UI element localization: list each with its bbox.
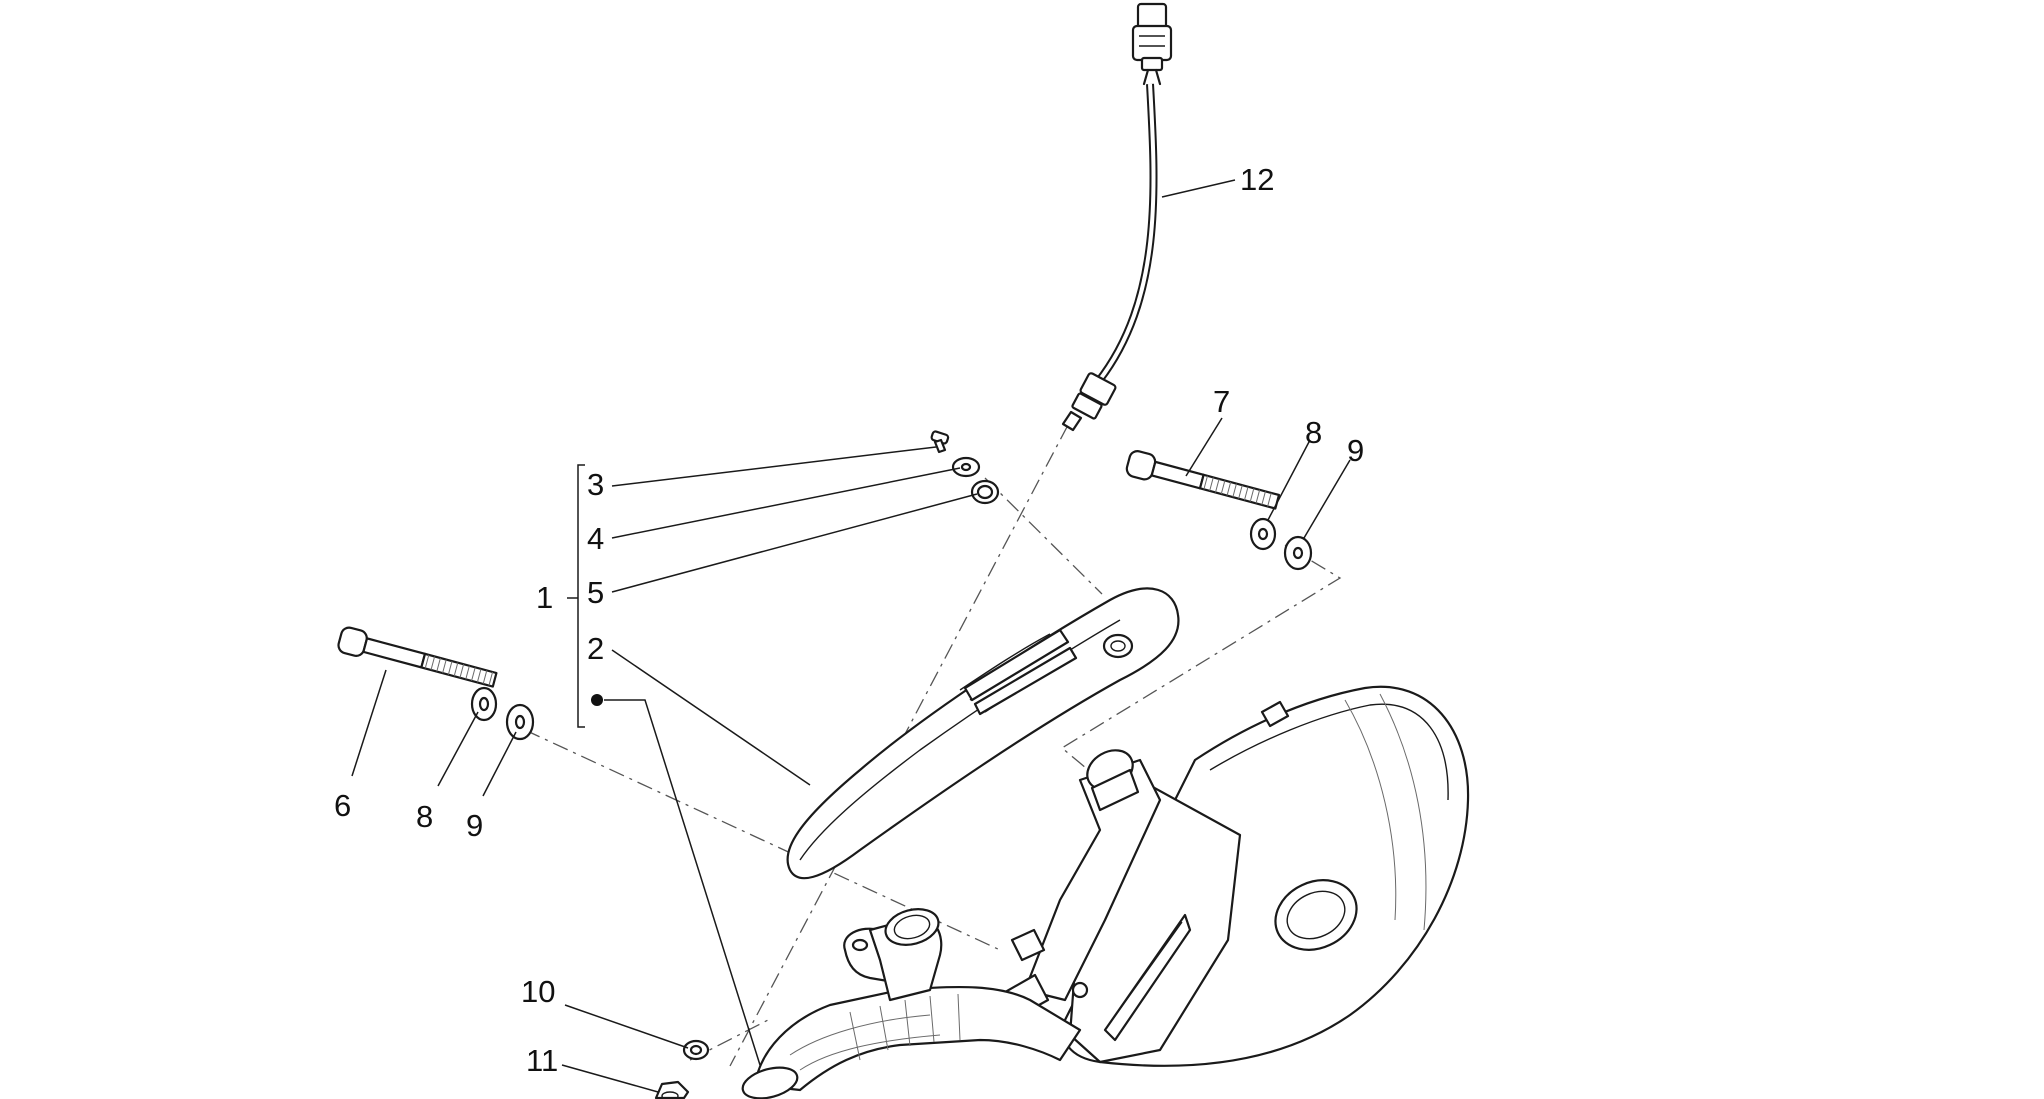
callout-8-left: 8 [416, 799, 433, 834]
callout-7: 7 [1213, 384, 1230, 419]
washer-right-8 [1249, 517, 1277, 551]
heat-shield-screw [930, 430, 950, 454]
callout-9-left: 9 [466, 808, 483, 843]
kit-bracket [567, 464, 585, 728]
callout-8-right: 8 [1305, 415, 1322, 450]
exhaust-muffler-assembly [741, 685, 1470, 1099]
callout-10: 10 [521, 974, 555, 1009]
bolt-left [337, 626, 498, 688]
kit-marker-dot-icon [591, 694, 603, 706]
washer-10 [682, 1039, 710, 1061]
callout-12: 12 [1240, 162, 1274, 197]
small-washer [951, 456, 981, 478]
callout-4: 4 [587, 521, 604, 556]
callout-labels: 1 3 4 5 2 6 8 9 7 8 9 10 11 12 [334, 162, 1364, 1078]
callout-11: 11 [526, 1043, 558, 1078]
callout-2: 2 [587, 631, 604, 666]
washer-left-9 [505, 703, 535, 741]
callout-5: 5 [587, 575, 604, 610]
grommet [970, 479, 1000, 505]
nut-11 [654, 1080, 690, 1099]
lambda-sensor-cable [1061, 2, 1173, 432]
washer-right-9 [1283, 535, 1313, 571]
heat-shield [786, 587, 1180, 880]
leader-lines [351, 179, 1351, 1093]
callout-9-right: 9 [1347, 433, 1364, 468]
callout-1: 1 [536, 580, 553, 615]
bolt-right [1125, 450, 1281, 510]
callout-6: 6 [334, 788, 351, 823]
callout-3: 3 [587, 467, 604, 502]
